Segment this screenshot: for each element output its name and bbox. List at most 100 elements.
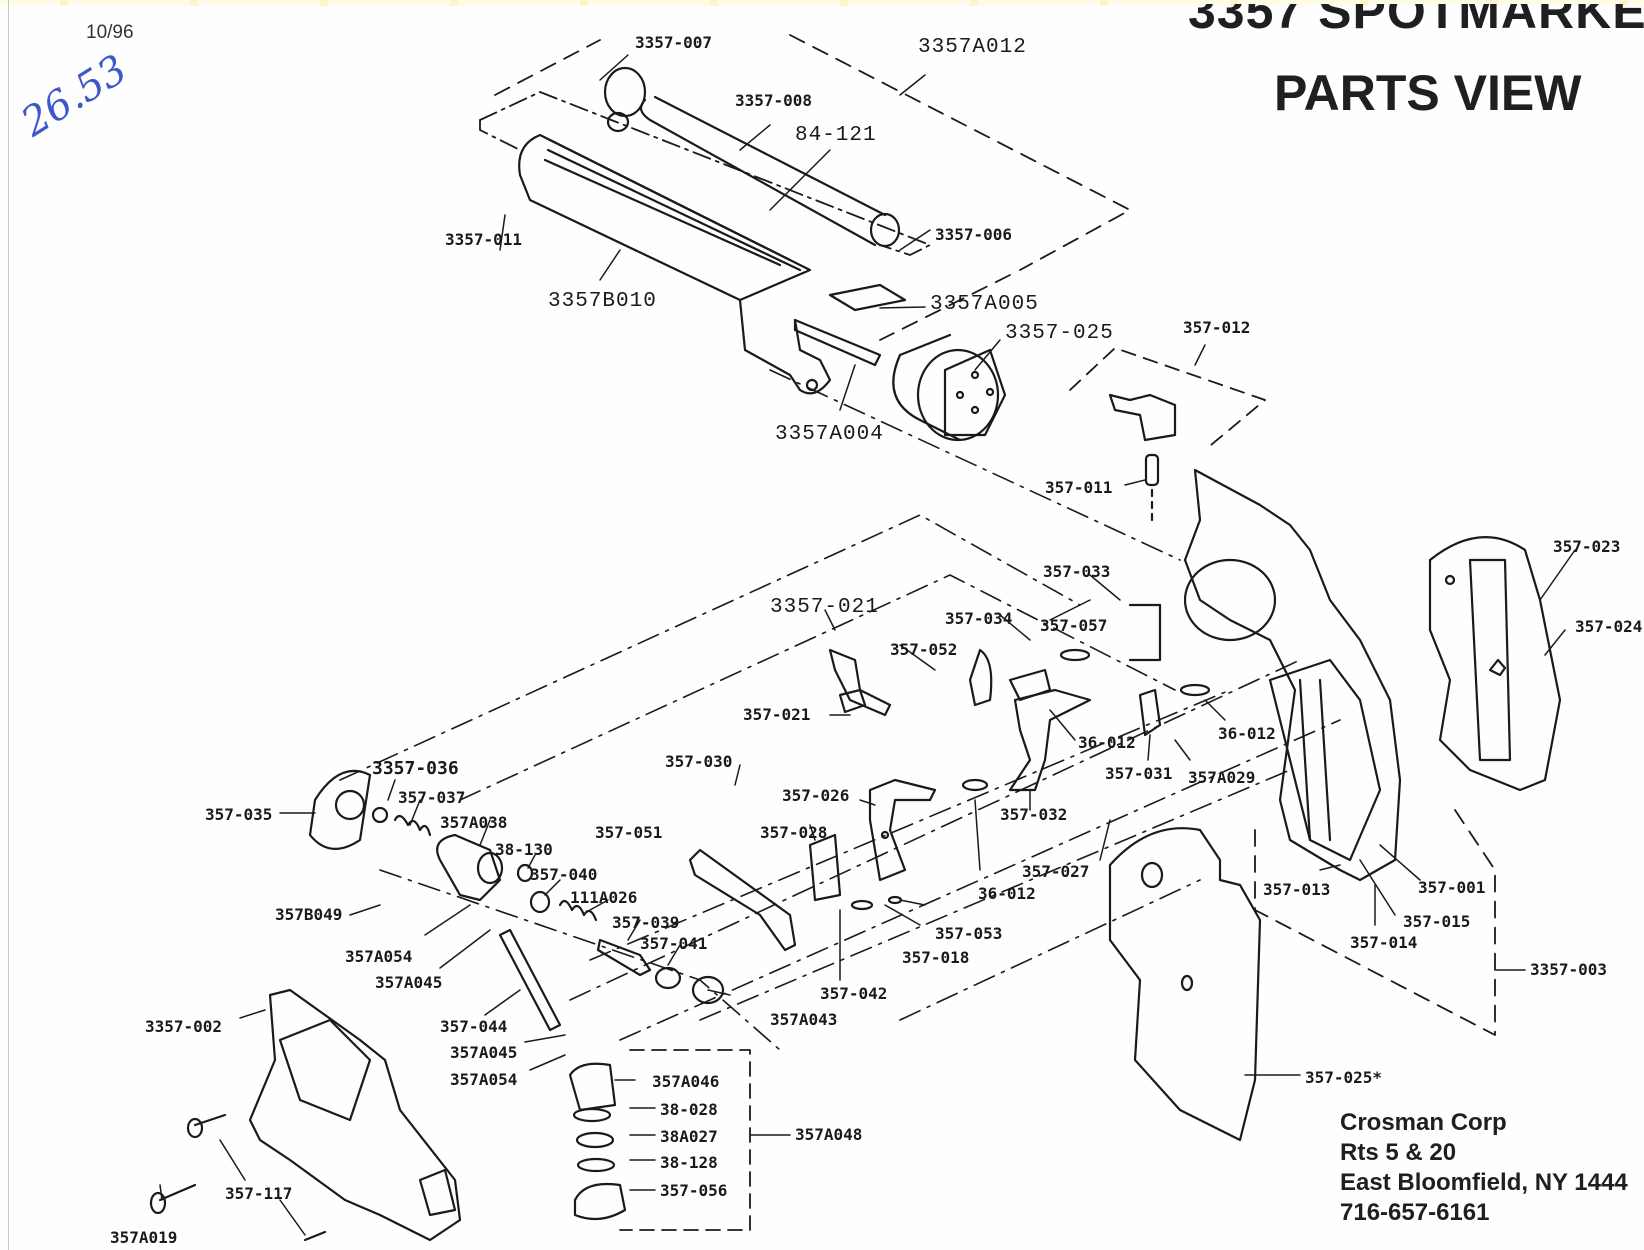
hammer-pin-part bbox=[1144, 453, 1160, 522]
valve-spring-part bbox=[393, 814, 432, 837]
part-label[interactable]: 357-014 bbox=[1350, 933, 1418, 952]
part-label[interactable]: 357-052 bbox=[890, 640, 958, 659]
washer2-part bbox=[654, 966, 682, 990]
part-label[interactable]: 357-031 bbox=[1105, 764, 1173, 783]
part-label[interactable]: 357-015 bbox=[1403, 912, 1471, 931]
part-label[interactable]: 357A029 bbox=[1188, 768, 1256, 787]
safety-part bbox=[828, 648, 892, 717]
part-label[interactable]: 357-012 bbox=[1183, 318, 1251, 337]
part-label[interactable]: 357-018 bbox=[902, 948, 970, 967]
part-label[interactable]: 3357-007 bbox=[635, 33, 713, 52]
cap-group-outline bbox=[619, 1049, 751, 1231]
part-label[interactable]: 3357-003 bbox=[1530, 960, 1608, 979]
part-label[interactable]: 357-042 bbox=[820, 984, 888, 1003]
part-label[interactable]: 3357-036 bbox=[372, 758, 459, 779]
part-label[interactable]: 357-037 bbox=[398, 788, 466, 807]
part-label[interactable]: 357B049 bbox=[275, 905, 343, 924]
part-label[interactable]: 357-040 bbox=[530, 865, 598, 884]
part-label[interactable]: 111A026 bbox=[570, 888, 638, 907]
part-label[interactable]: 357-001 bbox=[1418, 878, 1486, 897]
part-label[interactable]: 357A054 bbox=[450, 1070, 518, 1089]
part-label[interactable]: 357-034 bbox=[945, 609, 1013, 628]
part-label[interactable]: 357A045 bbox=[375, 973, 443, 992]
part-label[interactable]: 357-027 bbox=[1022, 862, 1090, 881]
part-label[interactable]: 357-041 bbox=[640, 934, 708, 953]
cap-parts bbox=[568, 1062, 627, 1221]
screw-parts bbox=[149, 1113, 327, 1242]
nut-part bbox=[691, 975, 725, 1005]
barrel-group-outline bbox=[494, 34, 1131, 341]
right-frame-part bbox=[1183, 468, 1402, 882]
small-pins-part bbox=[850, 648, 1211, 911]
part-label[interactable]: 357-032 bbox=[1000, 805, 1068, 824]
part-label[interactable]: 357-051 bbox=[595, 823, 663, 842]
grip-screw-part bbox=[1488, 658, 1507, 677]
linkage-part bbox=[868, 778, 937, 882]
part-label[interactable]: 357-024 bbox=[1575, 617, 1643, 636]
hammer-spring-part bbox=[558, 899, 598, 922]
part-label[interactable]: 3357-025 bbox=[1005, 322, 1114, 345]
ball-part bbox=[371, 806, 389, 824]
part-label[interactable]: 357-039 bbox=[612, 913, 680, 932]
part-label[interactable]: 357A038 bbox=[440, 813, 508, 832]
part-label[interactable]: 38-128 bbox=[660, 1153, 718, 1172]
part-label[interactable]: 38-028 bbox=[660, 1100, 718, 1119]
part-label[interactable]: 36-012 bbox=[978, 884, 1036, 903]
part-label[interactable]: 36-012 bbox=[1218, 724, 1276, 743]
part-label[interactable]: 38-130 bbox=[495, 840, 553, 859]
trigger-bar-part bbox=[688, 848, 797, 952]
part-label[interactable]: 36-012 bbox=[1078, 733, 1136, 752]
transfer-port-part bbox=[793, 318, 882, 367]
part-label[interactable]: 3357-002 bbox=[145, 1017, 223, 1036]
part-label[interactable]: 357-117 bbox=[225, 1184, 293, 1203]
part-label[interactable]: 357-026 bbox=[782, 786, 850, 805]
left-frame-part bbox=[248, 988, 462, 1242]
co2-tube-part bbox=[639, 95, 901, 248]
barrel-shroud-part bbox=[518, 133, 832, 395]
part-label[interactable]: 3357B010 bbox=[548, 290, 657, 313]
cylinder-stop-part bbox=[1138, 688, 1162, 737]
part-label[interactable]: 3357A005 bbox=[930, 293, 1039, 316]
part-label[interactable]: 357-011 bbox=[1045, 478, 1113, 497]
manufacturer-street: Rts 5 & 20 bbox=[1340, 1139, 1457, 1166]
manufacturer-name: Crosman Corp bbox=[1340, 1109, 1507, 1136]
part-label[interactable]: 357-056 bbox=[660, 1181, 728, 1200]
part-label[interactable]: 357A048 bbox=[795, 1125, 863, 1144]
part-label[interactable]: 357A045 bbox=[450, 1043, 518, 1062]
part-label[interactable]: 3357-008 bbox=[735, 91, 813, 110]
valve-body-part bbox=[436, 833, 504, 902]
manufacturer-address: Crosman Corp Rts 5 & 20 East Bloomfield,… bbox=[1340, 1108, 1628, 1228]
part-label[interactable]: 357A054 bbox=[345, 947, 413, 966]
manufacturer-city: East Bloomfield, NY 1444 bbox=[1340, 1169, 1628, 1196]
part-label[interactable]: 3357A012 bbox=[918, 36, 1027, 59]
scan-top-strip bbox=[0, 0, 1644, 6]
part-label[interactable]: 3357-011 bbox=[445, 230, 523, 249]
part-label[interactable]: 357A046 bbox=[652, 1072, 720, 1091]
part-label[interactable]: 3357A004 bbox=[775, 423, 884, 446]
diagram-title: PARTS VIEW bbox=[1274, 65, 1582, 121]
cross-pin-part bbox=[498, 928, 562, 1032]
part-label[interactable]: 357-030 bbox=[665, 752, 733, 771]
part-label[interactable]: 357-023 bbox=[1553, 537, 1621, 556]
part-label[interactable]: 357A019 bbox=[110, 1228, 178, 1247]
part-label[interactable]: 357-053 bbox=[935, 924, 1003, 943]
part-label[interactable]: 3357-021 bbox=[770, 596, 879, 619]
part-label[interactable]: 84-121 bbox=[795, 124, 877, 147]
part-label[interactable]: 357-025* bbox=[1305, 1068, 1383, 1087]
hammer-group-outline bbox=[1069, 347, 1266, 451]
safety-block-part bbox=[838, 688, 867, 714]
part-label[interactable]: 357-033 bbox=[1043, 562, 1111, 581]
part-label[interactable]: 357A043 bbox=[770, 1010, 838, 1029]
part-label[interactable]: 357-028 bbox=[760, 823, 828, 842]
part-label[interactable]: 357-035 bbox=[205, 805, 273, 824]
left-grip-part bbox=[1108, 827, 1262, 1142]
part-label[interactable]: 3357-006 bbox=[935, 225, 1013, 244]
part-label[interactable]: 357-021 bbox=[743, 705, 811, 724]
document-date: 10/96 bbox=[86, 22, 134, 43]
part-label[interactable]: 357-044 bbox=[440, 1017, 508, 1036]
part-label[interactable]: 357-057 bbox=[1040, 616, 1108, 635]
part-label[interactable]: 38A027 bbox=[660, 1127, 718, 1146]
part-label[interactable]: 357-013 bbox=[1263, 880, 1331, 899]
trigger-part bbox=[1008, 688, 1092, 792]
